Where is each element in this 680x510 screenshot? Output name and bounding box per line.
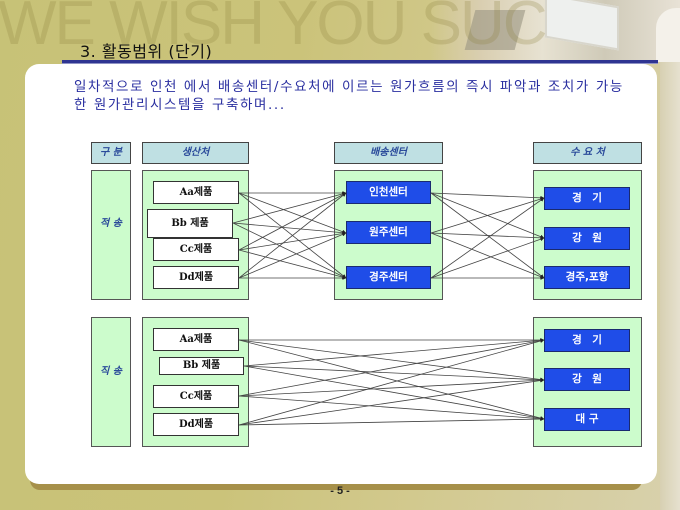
section1-product-cc: Cc제품 xyxy=(153,238,239,261)
section1-dest-gangwon: 강 원 xyxy=(544,227,630,250)
section2-product-cc: Cc제품 xyxy=(153,385,239,408)
center-incheon: 인천센터 xyxy=(346,181,431,204)
center-wonju: 원주센터 xyxy=(346,221,431,244)
section2-product-dd: Dd제품 xyxy=(153,413,239,436)
monitor-image xyxy=(545,0,619,51)
section1-label: 적 송 xyxy=(100,218,122,229)
section2-category-panel xyxy=(91,317,131,447)
section2-dest-gangwon: 강 원 xyxy=(544,368,630,391)
header-photo xyxy=(430,0,680,62)
section1-category-panel xyxy=(91,170,131,300)
section1-dest-gyeongju-pohang: 경주,포항 xyxy=(544,266,630,289)
section1-product-bb: Bb 제품 xyxy=(147,209,233,238)
section2-product-bb: Bb 제품 xyxy=(159,357,244,375)
title-underline xyxy=(62,60,658,64)
section2-label: 직 송 xyxy=(100,366,122,377)
description-text: 일차적으로 인천 에서 배송센터/수요처에 이르는 원가흐름의 즉시 파악과 조… xyxy=(74,79,624,113)
page-number: - 5 - xyxy=(330,485,350,497)
person-image xyxy=(656,8,680,62)
section2-dest-daegu: 대 구 xyxy=(544,408,630,431)
center-gyeongju: 경주센터 xyxy=(346,266,431,289)
header-demand: 수 요 처 xyxy=(533,142,642,164)
header-category: 구 분 xyxy=(91,142,131,164)
section2-product-aa: Aa제품 xyxy=(153,328,239,351)
header-distribution: 배송센터 xyxy=(334,142,443,164)
header-producer: 생산처 xyxy=(142,142,249,164)
background-watermark: WE WISH YOU SUC xyxy=(0,0,548,58)
slide-title: 3. 활동범위 (단기) xyxy=(80,42,213,61)
section2-dest-gyeonggi: 경 기 xyxy=(544,329,630,352)
section1-product-aa: Aa제품 xyxy=(153,181,239,204)
section1-product-dd: Dd제품 xyxy=(153,266,239,289)
right-decor-strip xyxy=(660,62,680,510)
section1-dest-gyeonggi: 경 기 xyxy=(544,187,630,210)
